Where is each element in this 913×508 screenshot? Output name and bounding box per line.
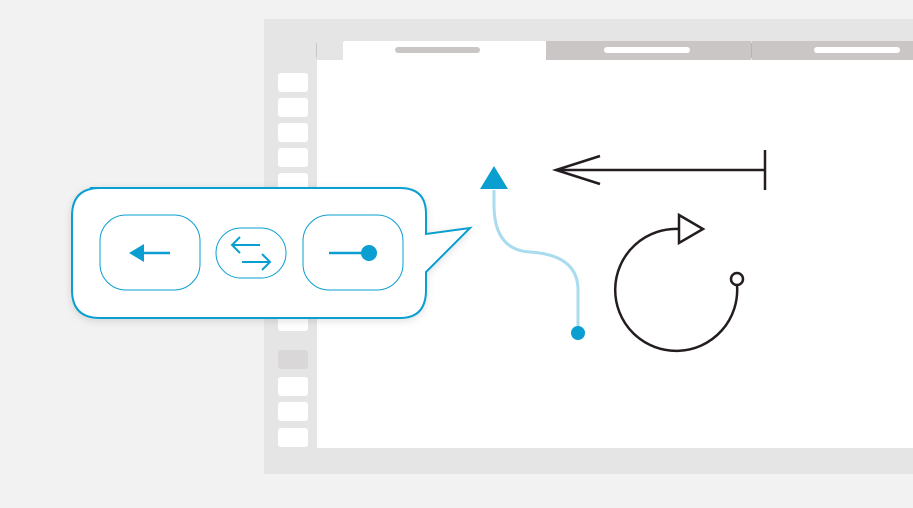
tab-2[interactable] bbox=[546, 41, 751, 60]
sidebar-item[interactable] bbox=[278, 377, 308, 396]
sidebar-item[interactable] bbox=[278, 428, 308, 447]
tab-active[interactable] bbox=[343, 41, 546, 60]
tab-divider bbox=[316, 43, 317, 58]
swap-arrows-icon bbox=[230, 236, 272, 271]
arrow-left-button[interactable] bbox=[99, 214, 201, 291]
sidebar-item[interactable] bbox=[278, 98, 308, 117]
sidebar-item-selected[interactable] bbox=[278, 350, 308, 369]
tab-label-placeholder bbox=[395, 47, 480, 53]
circular-arrow-icon[interactable] bbox=[614, 212, 745, 353]
tab-label-placeholder bbox=[814, 47, 900, 53]
curved-connector-triangle-dot-icon[interactable] bbox=[480, 166, 585, 340]
sidebar-item[interactable] bbox=[278, 148, 308, 167]
line-dot-end-icon bbox=[329, 245, 377, 261]
connector-style-popup bbox=[71, 187, 473, 319]
arrow-left-icon bbox=[129, 244, 170, 262]
sidebar-item[interactable] bbox=[278, 73, 308, 92]
sidebar-item[interactable] bbox=[278, 123, 308, 142]
tab-3[interactable] bbox=[752, 41, 913, 60]
swap-direction-button[interactable] bbox=[215, 227, 287, 279]
line-dot-end-button[interactable] bbox=[302, 214, 404, 291]
tab-divider bbox=[751, 43, 752, 58]
tab-label-placeholder bbox=[604, 47, 690, 53]
sidebar-item[interactable] bbox=[278, 402, 308, 421]
arrow-left-with-bar-icon[interactable] bbox=[551, 150, 767, 190]
